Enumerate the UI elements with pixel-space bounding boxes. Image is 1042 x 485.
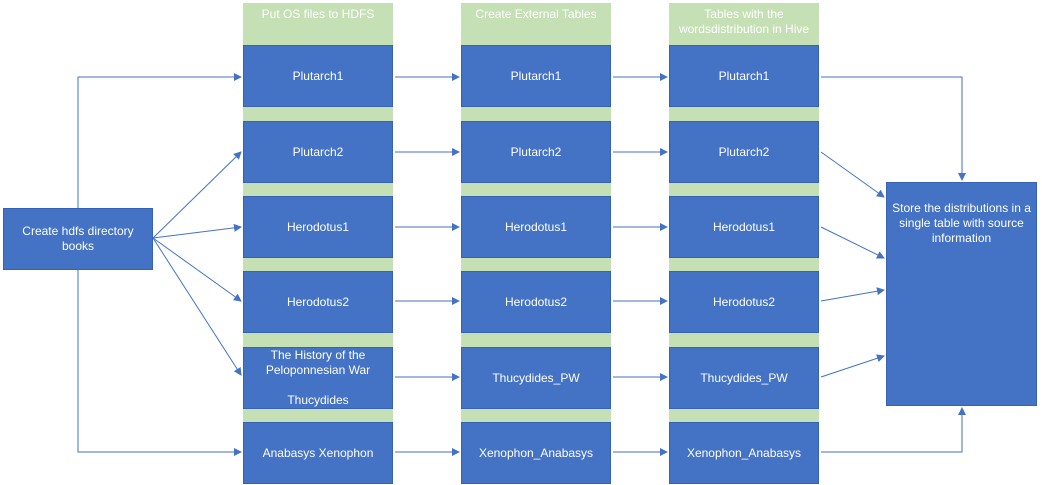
step-label: Plutarch2 (718, 144, 770, 159)
step-label: Plutarch1 (718, 68, 770, 83)
step-label: Plutarch1 (292, 68, 344, 83)
header-line: Create External Tables (475, 7, 597, 21)
arrow-start-to-row5 (152, 237, 242, 376)
step-label: Plutarch2 (292, 144, 344, 159)
step-label: Herodotus2 (712, 294, 776, 309)
step-label: Herodotus2 (504, 294, 568, 309)
arrow-start-to-row1 (77, 73, 242, 208)
store-distributions-box[interactable]: Store the distributions in a single tabl… (886, 182, 1037, 406)
step-box[interactable]: Herodotus2 (669, 271, 819, 333)
arrow-row4-to-final (820, 287, 885, 302)
step-label: Herodotus1 (712, 219, 776, 234)
arrow-row3-to-final (820, 226, 885, 259)
step-label: Xenophon_Anabasys (686, 445, 802, 460)
step-box[interactable]: Plutarch2 (461, 121, 611, 183)
step-box[interactable]: Thucydides_PW (461, 347, 611, 409)
arrow-start-to-row3 (152, 223, 242, 239)
step-label: Xenophon_Anabasys (478, 445, 594, 460)
step-box[interactable]: Plutarch2 (669, 121, 819, 183)
final-text: Store the distributions in a single tabl… (892, 201, 1031, 245)
step-box[interactable]: Herodotus2 (243, 271, 393, 333)
header-line: Tables with the words (678, 7, 784, 36)
step-label: Herodotus1 (504, 219, 568, 234)
step-box[interactable]: Plutarch1 (461, 45, 611, 107)
arrow-start-to-row2 (152, 151, 242, 239)
start-line: books (61, 239, 95, 253)
arrow-start-to-row4 (152, 237, 242, 302)
step-box[interactable]: Plutarch1 (243, 45, 393, 107)
step-label: Plutarch1 (510, 68, 562, 83)
step-label: Anabasys Xenophon (262, 445, 374, 460)
arrow-row5-to-final (820, 354, 885, 378)
arrow-row1-to-final (821, 76, 966, 181)
arrow-row2-to-final (820, 151, 885, 198)
step-box[interactable]: Plutarch1 (669, 45, 819, 107)
step-label: Thucydides_PW (492, 370, 580, 385)
header-line: distribution in Hive (710, 22, 810, 36)
step-box[interactable]: Plutarch2 (243, 121, 393, 183)
column-hdfs-header: Put OS files to HDFS (243, 3, 393, 22)
start-line: Create hdfs directory (22, 224, 134, 238)
arrow-row6-to-final (821, 407, 966, 453)
step-box[interactable]: Xenophon_Anabasys (669, 422, 819, 484)
book-author: Thucydides (287, 393, 349, 407)
column-external-header: Create External Tables (461, 3, 611, 22)
step-label: Herodotus2 (286, 294, 350, 309)
step-box[interactable]: Anabasys Xenophon (243, 422, 393, 484)
step-box[interactable]: Xenophon_Anabasys (461, 422, 611, 484)
step-label: Thucydides_PW (700, 370, 788, 385)
step-box[interactable]: Thucydides_PW (669, 347, 819, 409)
step-box[interactable]: Herodotus2 (461, 271, 611, 333)
step-label: Herodotus1 (286, 219, 350, 234)
step-box[interactable]: Herodotus1 (669, 196, 819, 258)
step-label: Plutarch2 (510, 144, 562, 159)
step-box[interactable]: Herodotus1 (243, 196, 393, 258)
book-title: The History of the Peloponnesian War (265, 348, 371, 377)
step-box[interactable]: Herodotus1 (461, 196, 611, 258)
column-hive-header: Tables with the wordsdistribution in Hiv… (669, 3, 819, 37)
header-line: Put OS files to HDFS (261, 7, 375, 21)
arrow-start-to-row6 (77, 270, 242, 456)
